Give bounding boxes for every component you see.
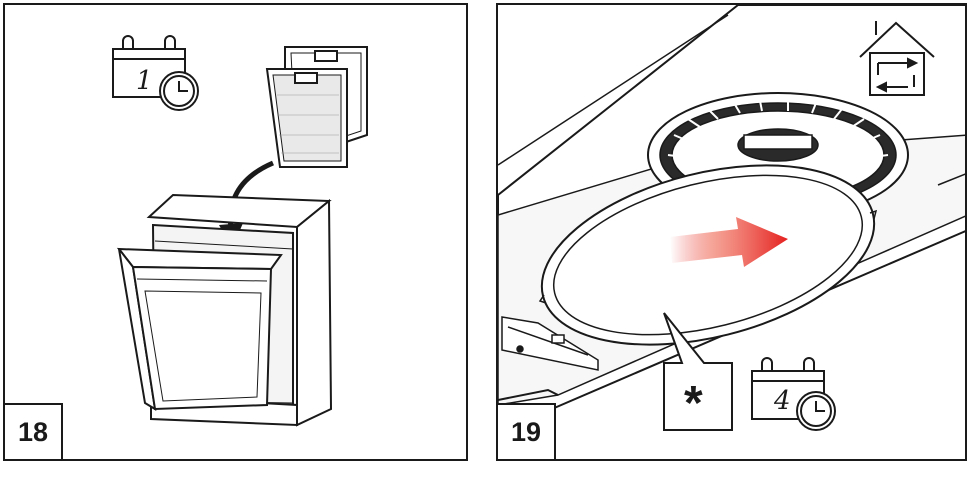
slide-direction-arrow-icon: [670, 217, 788, 267]
step-number-badge: 19: [498, 403, 556, 459]
calendar-clock-icon: [112, 35, 199, 111]
dishwasher-icon: [116, 193, 333, 427]
callout-symbol: *: [684, 377, 703, 430]
step-19-illustration: * 4: [498, 5, 965, 431]
house-recirculation-icon: [859, 21, 935, 96]
callout-box: [663, 312, 733, 431]
step-18-illustration: 1: [112, 35, 368, 427]
hood-bracket-icon: [501, 316, 599, 371]
grease-filters-icon: [265, 46, 368, 168]
step-19-panel: * 4 19: [496, 3, 967, 461]
calendar-value: 4: [773, 386, 791, 416]
calendar-clock-icon: [751, 357, 836, 431]
calendar-value: 1: [136, 66, 153, 96]
step-number-badge: 18: [5, 403, 63, 459]
step-18-panel: 1: [3, 3, 468, 461]
